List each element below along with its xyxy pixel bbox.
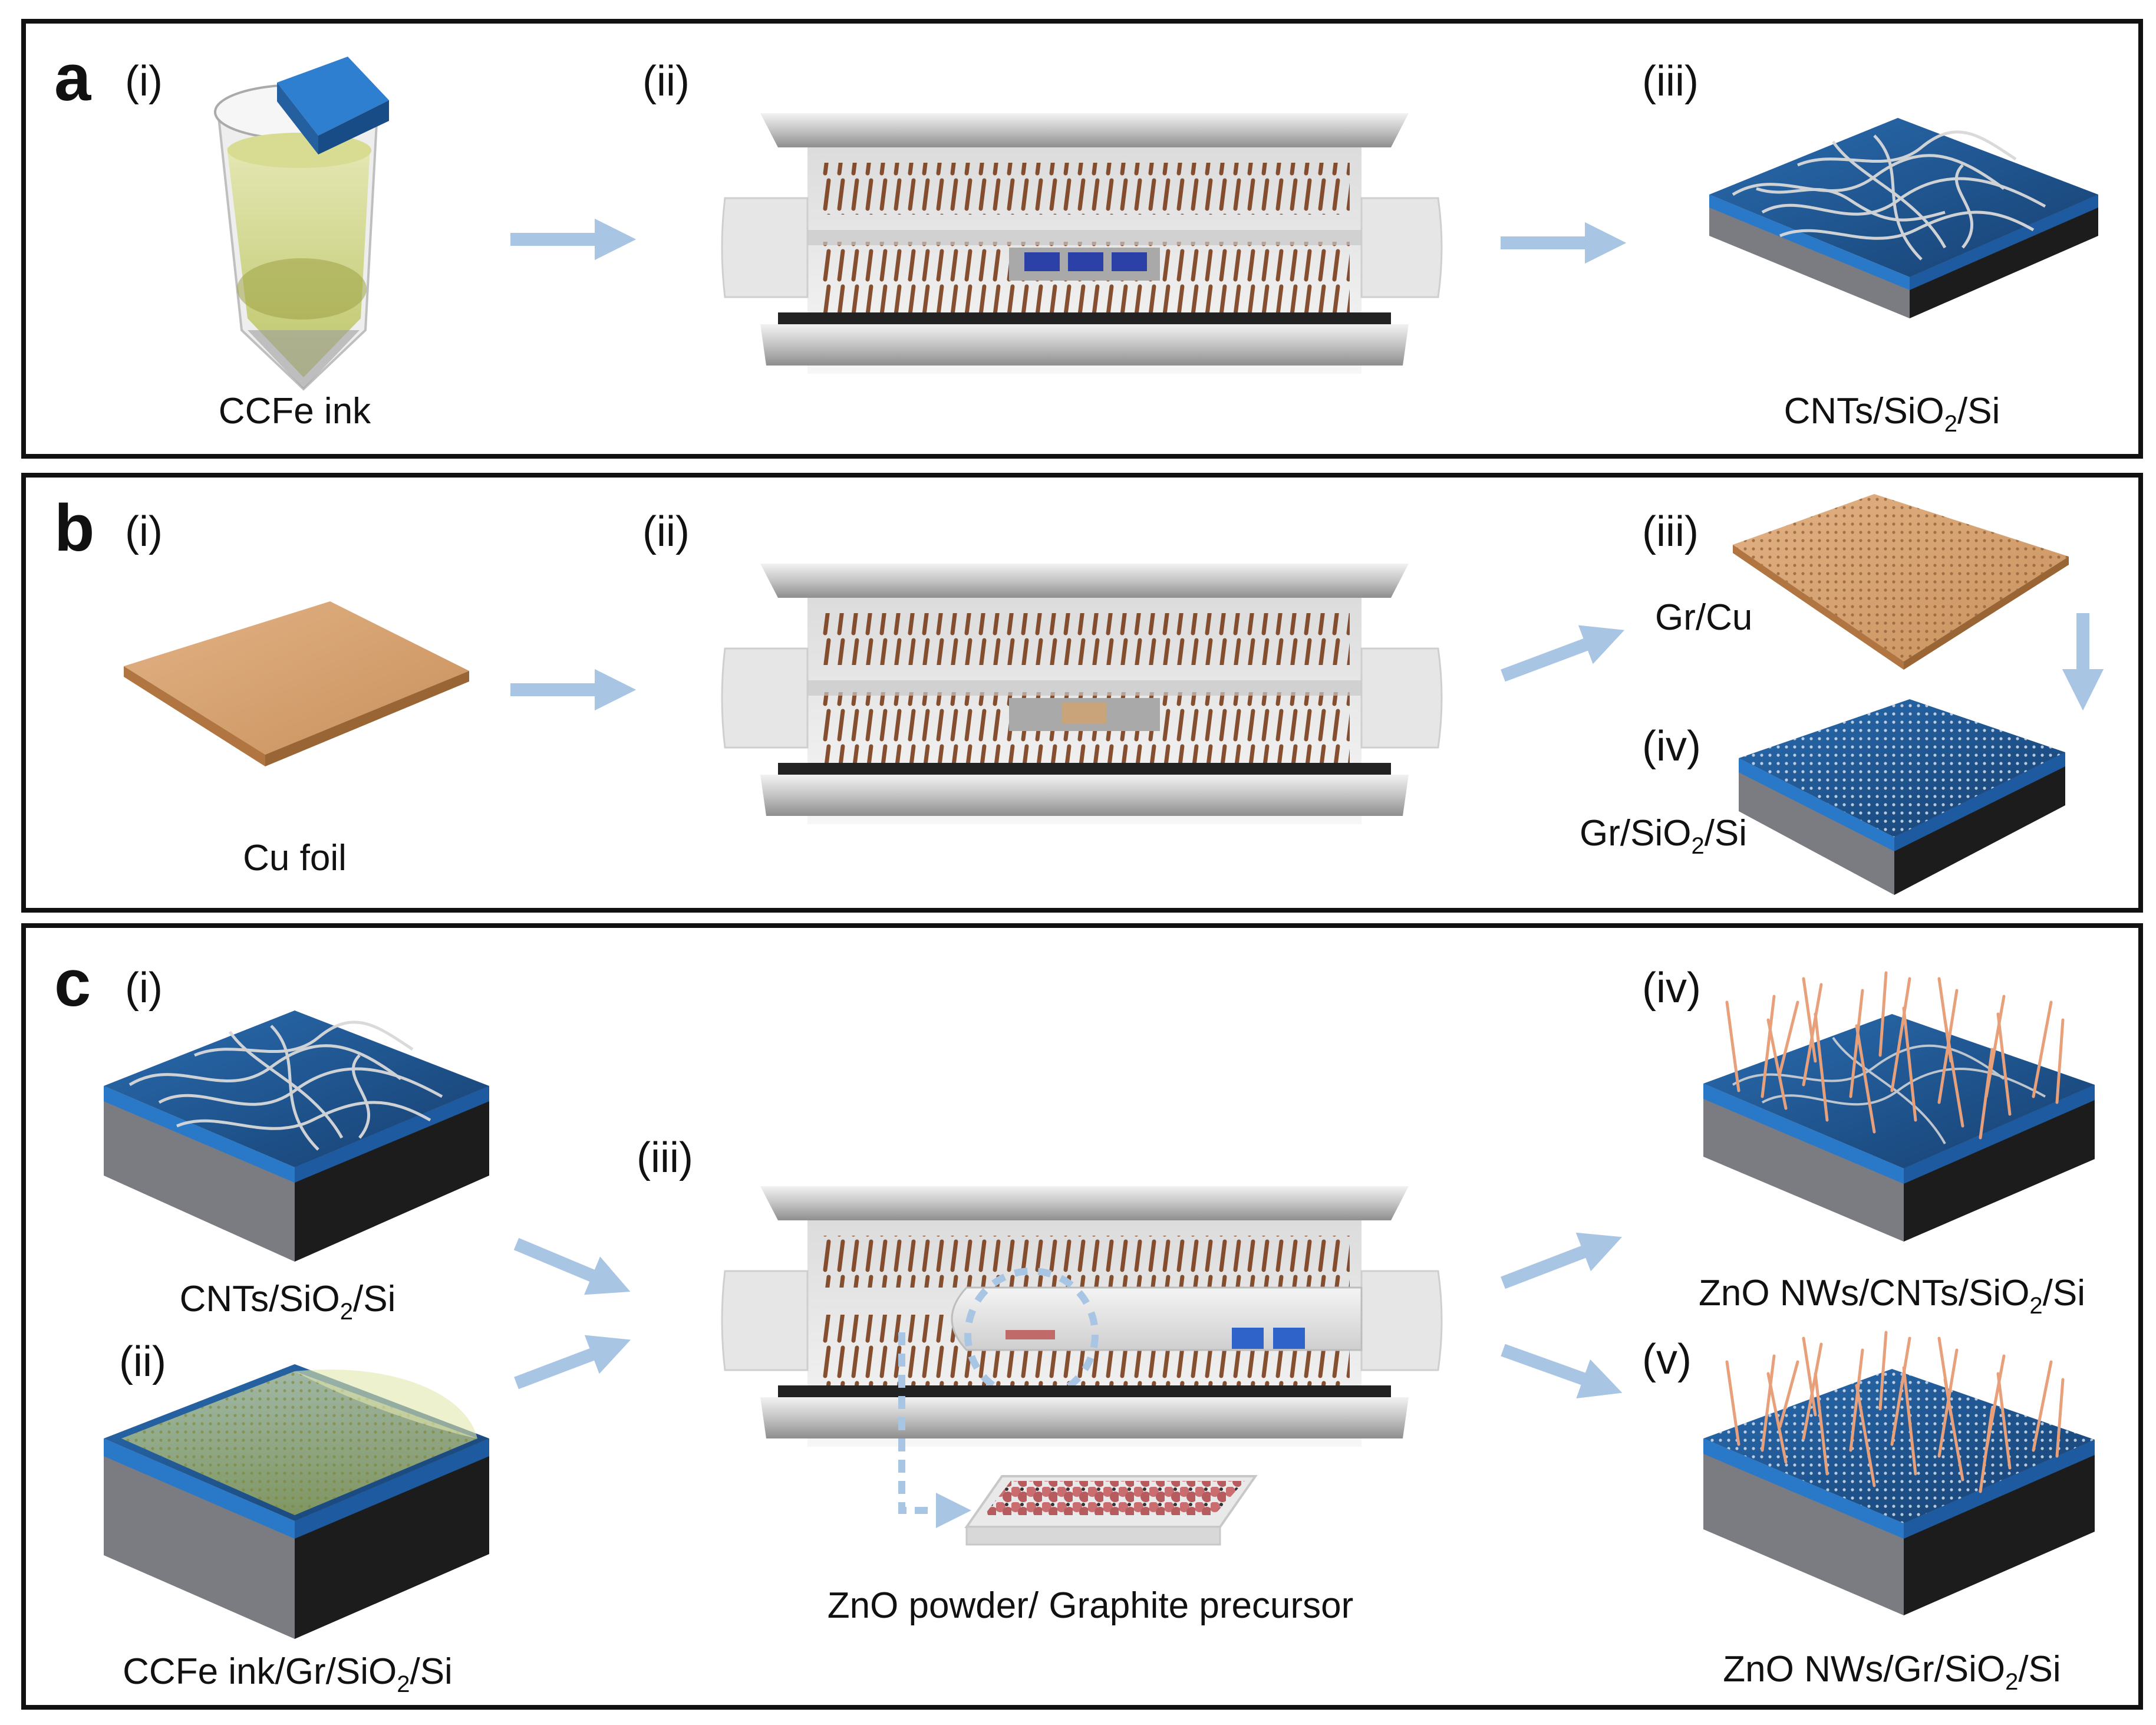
ink-graphene-substrate: [104, 1364, 489, 1639]
zno-gr-caption: ZnO NWs/Gr/SiO2/Si: [1723, 1649, 2061, 1695]
cu-foil: [124, 601, 469, 766]
ink-beaker: [214, 57, 389, 391]
cnt-substrate-c: [104, 1010, 489, 1262]
panel-b-letter: b: [54, 491, 94, 565]
panel-c-step-1: (i): [125, 964, 163, 1012]
panel-c-step-5: (v): [1642, 1336, 1692, 1383]
cap-b-sub: 2: [1691, 833, 1704, 859]
zno-cnt-caption: ZnO NWs/CNTs/SiO2/Si: [1699, 1273, 2085, 1319]
cvd-furnace-b: [721, 564, 1443, 824]
zoom-dashed-arrow: [898, 1332, 971, 1528]
cnt-substrate-a-caption: CNTs/SiO2/Si: [1784, 391, 2000, 437]
arrow-c-3: [1501, 1232, 1622, 1289]
panel-b-frame: [21, 473, 2143, 913]
gr-cu-caption: Gr/Cu: [1655, 597, 1752, 638]
arrow-c-4: [1501, 1344, 1623, 1398]
cap-c5-post: /Si: [2018, 1649, 2061, 1690]
panel-c-frame: [21, 923, 2143, 1710]
cvd-furnace-a: [721, 113, 1443, 374]
zno-powder-boat: [964, 1475, 1258, 1546]
graphene-on-copper: [1733, 494, 2069, 670]
cap-c2-sub: 2: [397, 1671, 410, 1697]
zno-nanowires-cnt: [1703, 971, 2095, 1242]
panel-b-step-1: (i): [125, 508, 163, 555]
cap-c4-sub: 2: [2029, 1293, 2042, 1319]
panel-b-step-3: (iii): [1642, 508, 1699, 555]
ccfe-ink-caption: CCFe ink: [219, 391, 371, 432]
panel-c-step-4: (iv): [1642, 964, 1701, 1012]
cap-c5-sub: 2: [2005, 1669, 2018, 1695]
cap-c5-pre: ZnO NWs/Gr/SiO: [1723, 1649, 2005, 1690]
cap-c1-post: /Si: [353, 1279, 395, 1319]
cu-foil-caption: Cu foil: [243, 838, 347, 878]
zno-powder-caption: ZnO powder/ Graphite precursor: [828, 1585, 1354, 1626]
cap-c2-pre: CCFe ink/Gr/SiO: [123, 1651, 397, 1692]
cap-c4-post: /Si: [2043, 1273, 2085, 1313]
panel-a-letter: a: [54, 41, 91, 114]
graphene-substrate-b: [1739, 699, 2065, 895]
panel-a-step-2: (ii): [642, 58, 690, 105]
panel-a-step-1: (i): [125, 58, 163, 105]
cap-c1-pre: CNTs/SiO: [180, 1279, 340, 1319]
cap-c2-post: /Si: [410, 1651, 452, 1692]
arrow-b-2: [1501, 625, 1625, 682]
arrow-c-1: [513, 1237, 631, 1295]
panel-c-step-3: (iii): [637, 1134, 693, 1181]
panel-c-step-2: (ii): [119, 1338, 166, 1385]
panel-c-letter: c: [54, 946, 91, 1020]
cnt-substrate-a: [1709, 118, 2098, 318]
panel-a-step-3: (iii): [1642, 58, 1699, 105]
panel-b-step-4: (iv): [1642, 723, 1701, 770]
cnt-substrate-c-caption: CNTs/SiO2/Si: [180, 1279, 396, 1325]
cap-b-post: /Si: [1705, 813, 1747, 854]
cap-a-pre: CNTs/SiO: [1784, 391, 1944, 432]
panel-a-frame: [21, 19, 2143, 459]
cap-c4-pre: ZnO NWs/CNTs/SiO: [1699, 1273, 2029, 1313]
zno-nanowires-graphene: [1703, 1331, 2095, 1615]
cvd-furnace-c: [721, 1186, 1443, 1447]
cap-b-pre: Gr/SiO: [1580, 813, 1691, 854]
panel-b-step-2: (ii): [642, 508, 690, 555]
arrow-c-2: [514, 1335, 631, 1390]
cap-a-sub: 2: [1944, 411, 1957, 437]
ink-graphene-caption: CCFe ink/Gr/SiO2/Si: [123, 1651, 453, 1697]
cap-c1-sub: 2: [340, 1299, 353, 1325]
gr-substrate-b-caption: Gr/SiO2/Si: [1580, 813, 1747, 859]
cap-a-post: /Si: [1957, 391, 2000, 432]
